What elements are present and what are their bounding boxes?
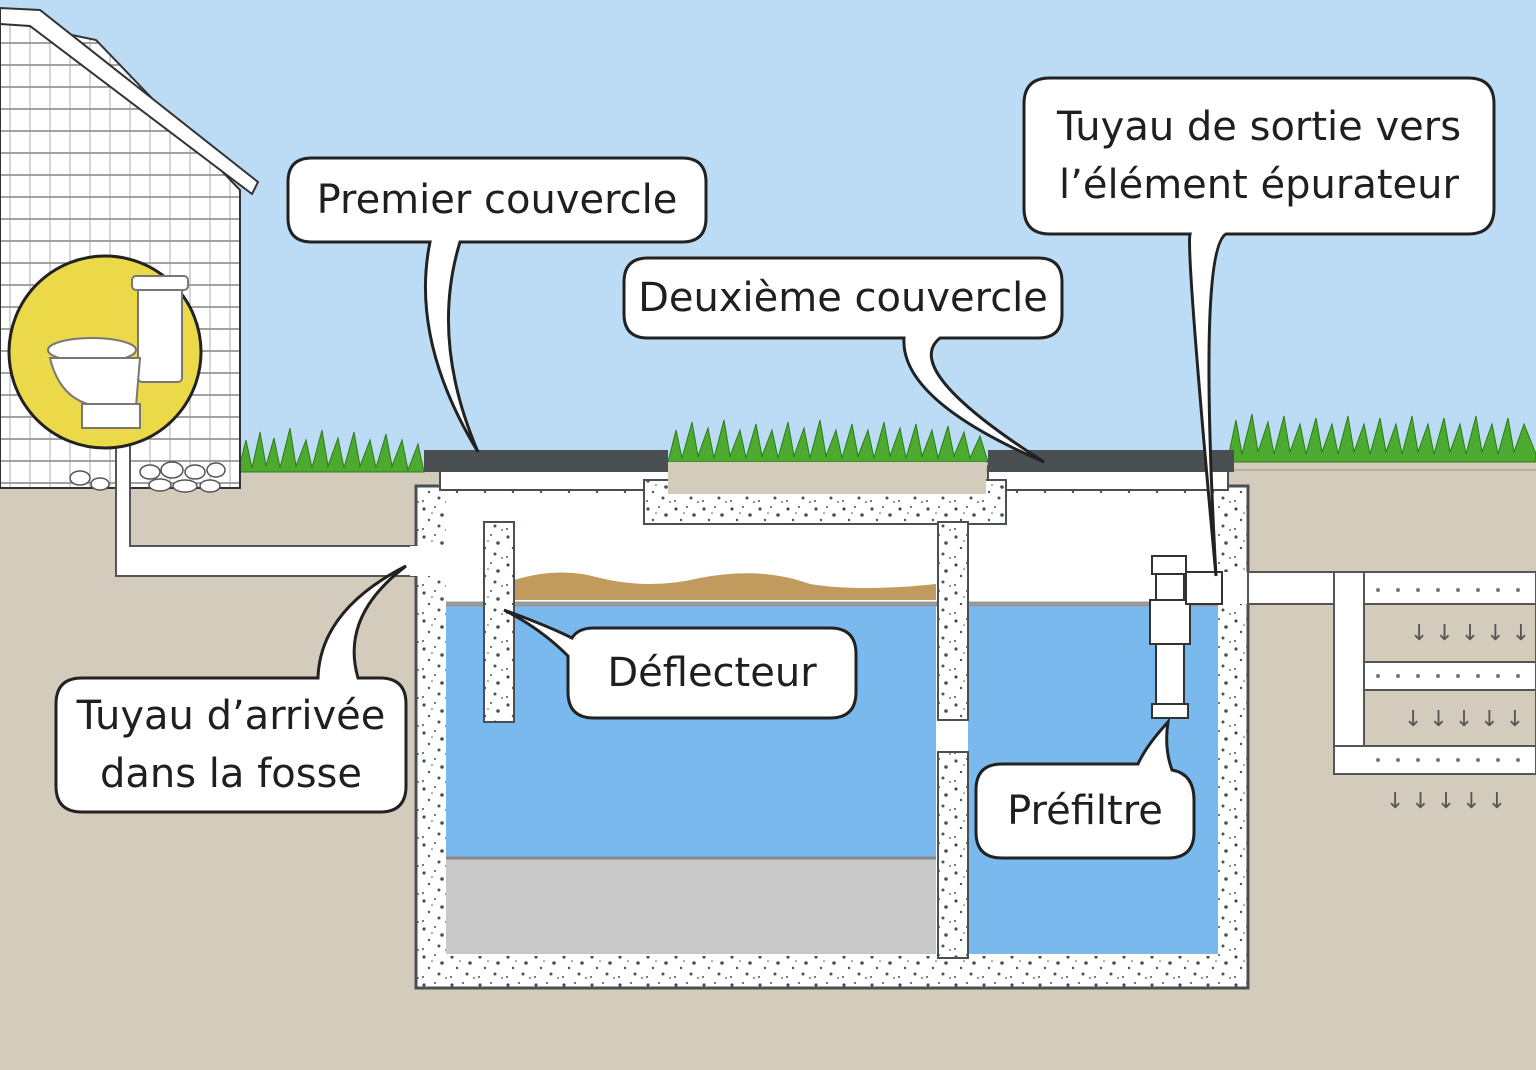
grass	[237, 413, 1536, 473]
label-prefiltre-text: Préfiltre	[1007, 788, 1163, 834]
label-deuxieme-couvercle: Deuxième couvercle	[626, 260, 1060, 336]
callout-bubbles	[54, 76, 1496, 860]
callout-tuyau-sortie	[1022, 76, 1496, 577]
callout-tuyau-arrivee	[54, 564, 408, 814]
label-tuyau-sortie-line1: Tuyau de sortie vers	[1056, 104, 1462, 150]
svg-text:↓ ↓ ↓ ↓ ↓: ↓ ↓ ↓ ↓ ↓	[1410, 621, 1530, 646]
callout-deflecteur	[503, 608, 858, 720]
down-arrow-icon: ↓ ↓ ↓ ↓ ↓ ↓ ↓ ↓ ↓ ↓ ↓ ↓ ↓ ↓ ↓	[1386, 621, 1530, 814]
label-premier-couvercle: Premier couvercle	[290, 160, 704, 240]
label-prefiltre: Préfiltre	[978, 766, 1192, 856]
deflector	[483, 521, 515, 723]
label-tuyau-arrivee-line2: dans la fosse	[100, 751, 362, 797]
label-tuyau-sortie: Tuyau de sortie vers l’élément épurateur	[1026, 94, 1492, 218]
callout-deuxieme-couvercle	[622, 256, 1064, 464]
partition-wall-lower	[937, 751, 969, 959]
label-premier-couvercle-text: Premier couvercle	[316, 177, 678, 223]
first-lid	[424, 450, 668, 472]
drain-field: ↓ ↓ ↓ ↓ ↓ ↓ ↓ ↓ ↓ ↓ ↓ ↓ ↓ ↓ ↓	[1247, 571, 1536, 814]
callout-prefiltre	[974, 717, 1196, 860]
partition-wall-upper	[937, 521, 969, 721]
label-deflecteur-text: Déflecteur	[607, 650, 817, 696]
toilet-icon	[7, 254, 203, 450]
label-deuxieme-couvercle-text: Deuxième couvercle	[638, 275, 1048, 321]
callout-premier-couvercle	[286, 156, 708, 453]
svg-text:↓ ↓ ↓ ↓ ↓: ↓ ↓ ↓ ↓ ↓	[1404, 707, 1524, 732]
septic-tank	[410, 450, 1250, 990]
label-tuyau-sortie-line2: l’élément épurateur	[1059, 162, 1459, 208]
label-tuyau-arrivee-line1: Tuyau d’arrivée	[76, 693, 386, 739]
label-deflecteur: Déflecteur	[570, 630, 854, 716]
second-lid	[988, 450, 1234, 472]
svg-text:↓ ↓ ↓ ↓ ↓: ↓ ↓ ↓ ↓ ↓	[1386, 789, 1506, 814]
sludge-layer	[446, 858, 936, 954]
scum-layer	[514, 572, 936, 600]
label-tuyau-arrivee: Tuyau d’arrivée dans la fosse	[58, 680, 404, 810]
